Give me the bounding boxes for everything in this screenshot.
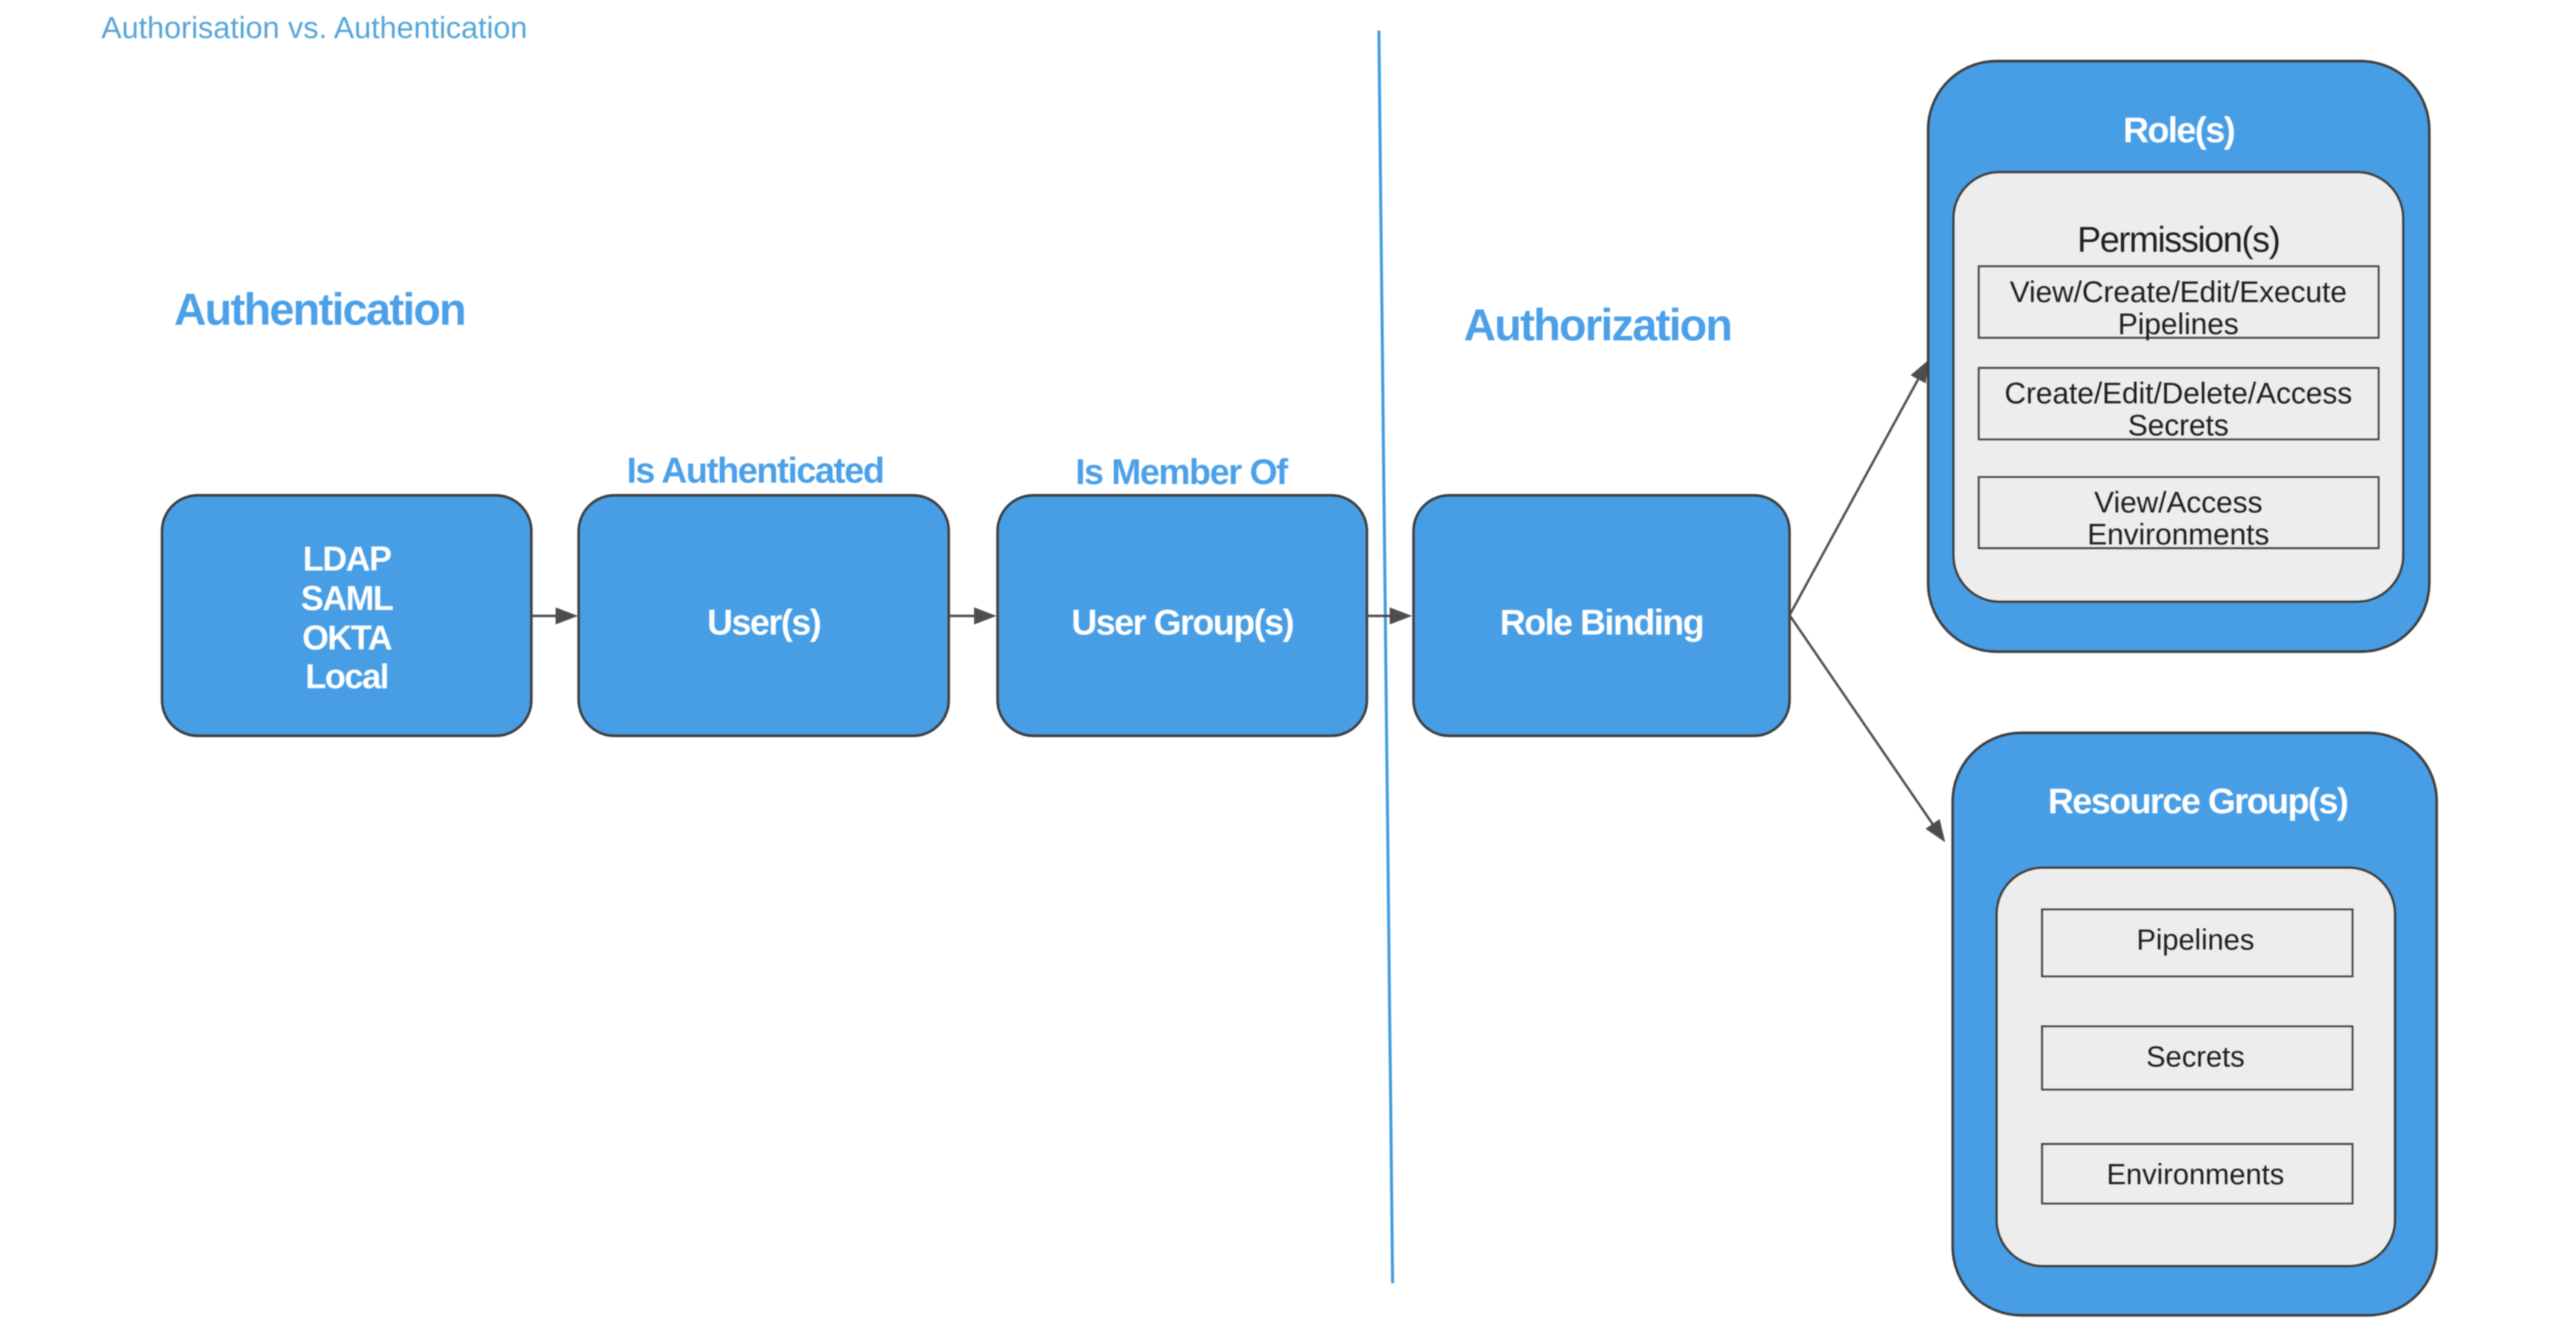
svg-text:Secrets: Secrets: [2146, 1041, 2245, 1073]
svg-text:Role(s): Role(s): [2123, 111, 2234, 150]
svg-text:LDAP: LDAP: [303, 539, 392, 578]
svg-text:Authorization: Authorization: [1463, 300, 1731, 350]
svg-text:Permission(s): Permission(s): [2077, 220, 2280, 260]
svg-text:Is Member Of: Is Member Of: [1075, 453, 1289, 492]
svg-text:Pipelines: Pipelines: [2118, 308, 2239, 341]
svg-text:Create/Edit/Delete/Access: Create/Edit/Delete/Access: [2005, 378, 2353, 410]
svg-text:Resource Group(s): Resource Group(s): [2048, 782, 2347, 821]
svg-text:View/Create/Edit/Execute: View/Create/Edit/Execute: [2010, 276, 2347, 309]
svg-text:Authorisation vs. Authenticati: Authorisation vs. Authentication: [101, 10, 527, 45]
svg-text:Authentication: Authentication: [174, 285, 465, 334]
svg-text:Local: Local: [305, 657, 388, 696]
svg-text:Role Binding: Role Binding: [1500, 603, 1703, 643]
svg-text:SAML: SAML: [301, 579, 393, 617]
svg-text:Pipelines: Pipelines: [2137, 924, 2254, 956]
svg-text:OKTA: OKTA: [302, 618, 392, 657]
svg-text:View/Access: View/Access: [2094, 486, 2262, 519]
svg-text:Environments: Environments: [2107, 1159, 2284, 1191]
svg-text:User(s): User(s): [707, 603, 821, 643]
svg-text:Environments: Environments: [2087, 518, 2270, 551]
svg-text:Is Authenticated: Is Authenticated: [627, 451, 884, 491]
svg-text:Secrets: Secrets: [2128, 410, 2229, 442]
svg-text:User Group(s): User Group(s): [1072, 603, 1294, 643]
